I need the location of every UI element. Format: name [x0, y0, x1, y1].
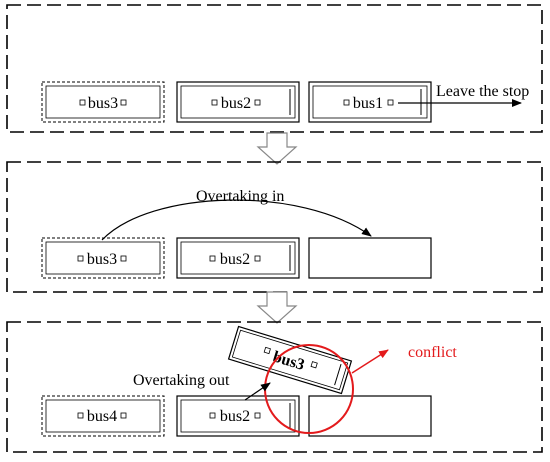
empty-bus-slot [308, 395, 432, 437]
bus-label: bus2 [220, 251, 250, 268]
conflict-label: conflict [408, 344, 457, 361]
panel-3-frame [6, 321, 543, 453]
leave-the-stop-label: Leave the stop [436, 83, 529, 100]
down-arrow-icon [256, 291, 298, 324]
bus-slot-3-2: bus2 [176, 395, 300, 437]
bus-label: bus2 [221, 95, 251, 112]
bus-label: bus2 [220, 408, 250, 425]
overtaking-in-label: Overtaking in [196, 188, 284, 205]
panel-1-frame [6, 4, 543, 133]
bus-label: bus3 [87, 251, 117, 268]
empty-bus-slot [308, 237, 432, 279]
bus-slot-1-3: bus1 [308, 81, 432, 123]
tilted-bus: bus3 [227, 325, 353, 395]
panel-2-frame [6, 161, 543, 293]
overtaking-out-arrow [244, 382, 271, 401]
down-arrow-icon [256, 132, 298, 165]
bus-label: bus4 [87, 408, 117, 425]
bus-slot-2-2: bus2 [176, 237, 300, 279]
bus-slot-2-1: bus3 [41, 237, 165, 279]
bus-label: bus1 [353, 95, 383, 112]
bus-slot-3-1: bus4 [41, 395, 165, 437]
bus-slot-1-2: bus2 [176, 81, 300, 123]
overtaking-in-arrow [101, 199, 372, 241]
conflict-arrow [351, 349, 389, 374]
bus-label: bus3 [88, 95, 118, 112]
bus-slot-1-1: bus3 [41, 81, 165, 123]
overtaking-out-label: Overtaking out [133, 372, 230, 389]
